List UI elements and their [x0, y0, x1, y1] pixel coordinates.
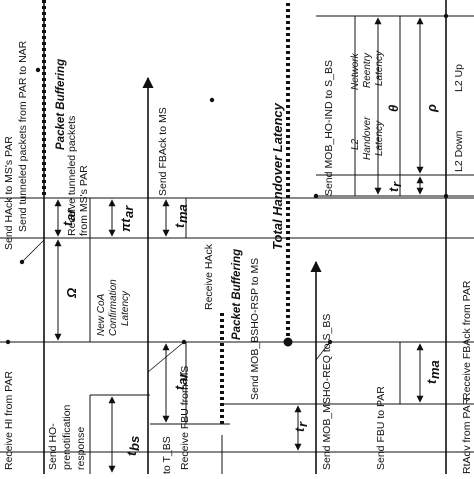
label-send-bsho-rsp: Send MOB_BSHO-RSP to MS — [249, 258, 261, 400]
symbol-omega: Ω — [64, 288, 79, 299]
l2-handover-3: Latency — [374, 120, 385, 156]
svg-text:r: r — [389, 181, 404, 187]
label-l2-down: L2 Down — [453, 130, 465, 172]
l2-handover-1: L2 — [350, 138, 361, 150]
symbol-t-r-right: tr — [386, 181, 404, 192]
network-reentry-1: Network — [350, 52, 361, 90]
label-ho-prenot-3: response — [75, 427, 87, 470]
pin-tunneled — [35, 67, 41, 73]
svg-text:ar: ar — [175, 372, 190, 385]
symbol-theta: θ — [386, 105, 401, 112]
label-receive-hack: Receive HAck — [203, 243, 215, 310]
label-send-fbu: Send FBU to PAR — [375, 386, 387, 470]
label-send-mob-ho-ind: Send MOB_HO-IND to S_BS — [323, 60, 335, 196]
leader-bsho — [315, 341, 331, 361]
label-total-handover: Total Handover Latency — [270, 102, 285, 250]
label-ho-prenot-2: prenotification — [61, 404, 73, 470]
svg-text:ar: ar — [63, 208, 78, 221]
label-receive-tunneled-1: Receive tunneled packets — [66, 116, 78, 236]
label-to-t-bs: to T_BS — [161, 436, 173, 474]
pin-hi — [5, 339, 11, 345]
leader-fbu — [147, 341, 185, 373]
symbol-t-bs: tbs — [124, 436, 142, 456]
svg-text:ar: ar — [121, 205, 136, 218]
symbol-t-ar-top: tar — [60, 208, 78, 226]
label-packet-buffering-top: Packet Buffering — [55, 59, 67, 150]
network-reentry-2: Reentry — [362, 52, 373, 88]
label-rtadv: RtAdv from PAR — [461, 397, 473, 474]
pin-fback — [209, 97, 215, 103]
label-ho-prenot-1: Send HO- — [47, 423, 59, 470]
svg-text:r: r — [295, 421, 310, 427]
symbol-rho: ρ — [424, 104, 439, 113]
svg-text:t: t — [60, 221, 75, 226]
new-coa-2: Confirmation — [108, 279, 119, 336]
label-receive-tunneled-2: from MS's PAR — [78, 165, 90, 236]
svg-text:t: t — [386, 187, 401, 192]
svg-text:t: t — [292, 427, 307, 432]
svg-text:ma: ma — [427, 360, 442, 379]
pin-ho-ind — [313, 193, 319, 199]
label-receive-hi: Receive HI from PAR — [3, 371, 15, 470]
svg-text:t: t — [172, 385, 187, 390]
label-send-fback: Send FBAck to MS — [157, 107, 169, 196]
label-send-tunneled: Send tunneled packets from PAR to NAR — [17, 40, 29, 232]
symbol-t-r-mid: tr — [292, 421, 310, 432]
network-reentry-3: Latency — [374, 50, 385, 86]
label-l2-up: L2 Up — [453, 64, 465, 92]
new-coa-1: New CoA — [96, 293, 107, 336]
l2-handover-2: Handover — [362, 116, 373, 160]
svg-text:t: t — [124, 451, 139, 456]
label-receive-fback: Receive FBAck from PAR — [461, 280, 473, 400]
svg-text:ma: ma — [175, 204, 190, 223]
svg-text:t: t — [172, 223, 187, 228]
symbol-t-ma-bottom: tma — [424, 360, 442, 384]
symbol-t-ma-top: tma — [172, 204, 190, 228]
svg-text:t: t — [424, 379, 439, 384]
pin-l2-up — [443, 13, 449, 19]
label-receive-fbu: Receive FBU from MS — [179, 366, 191, 470]
label-send-hack: Send HAck to MS's PAR — [3, 136, 15, 250]
svg-text:πt: πt — [118, 218, 133, 232]
new-coa-3: Latency — [120, 290, 131, 326]
symbol-t-ar-mid: tar — [172, 372, 190, 390]
leader-hack — [21, 239, 45, 263]
svg-text:bs: bs — [127, 436, 142, 451]
omega-box — [43, 237, 149, 343]
pin-l2-down — [443, 193, 449, 199]
label-packet-buffering-mid: Packet Buffering — [231, 249, 243, 340]
label-send-mob-bsho-req: Send MOB_MSHO-REQ to S_BS — [321, 314, 333, 470]
